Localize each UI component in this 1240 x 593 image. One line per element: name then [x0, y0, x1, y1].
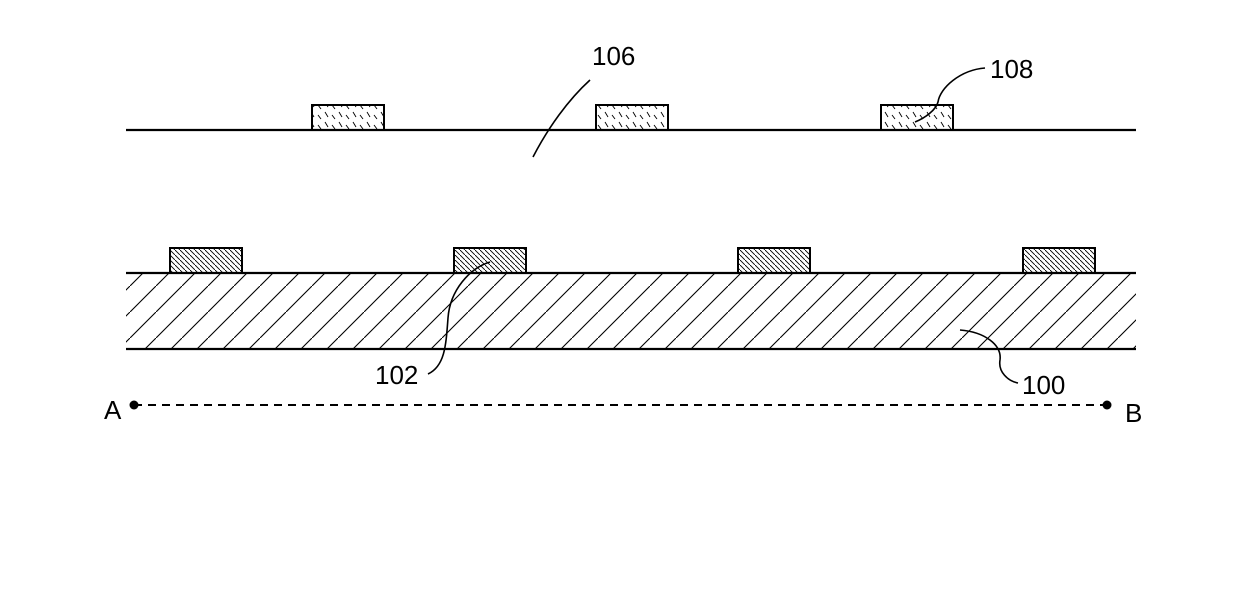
pad-102	[738, 248, 810, 273]
upper-pads-108	[312, 105, 953, 130]
pad-102	[1023, 248, 1095, 273]
lower-pads-102	[170, 248, 1095, 273]
label-100: 100	[1022, 370, 1065, 400]
pad-102	[454, 248, 526, 273]
label-point-b: B	[1125, 398, 1142, 428]
point-a-dot	[130, 401, 139, 410]
upper-layer-106	[126, 105, 1136, 130]
substrate-100	[126, 273, 1136, 349]
label-point-a: A	[104, 395, 122, 425]
label-108: 108	[990, 54, 1033, 84]
section-line-a-b	[130, 401, 1112, 410]
point-b-dot	[1103, 401, 1112, 410]
pad-102	[170, 248, 242, 273]
label-106: 106	[592, 41, 635, 71]
pad-108	[881, 105, 953, 130]
label-102: 102	[375, 360, 418, 390]
pad-108	[312, 105, 384, 130]
pad-108	[596, 105, 668, 130]
leader-106	[533, 80, 590, 157]
substrate-body	[126, 273, 1136, 349]
